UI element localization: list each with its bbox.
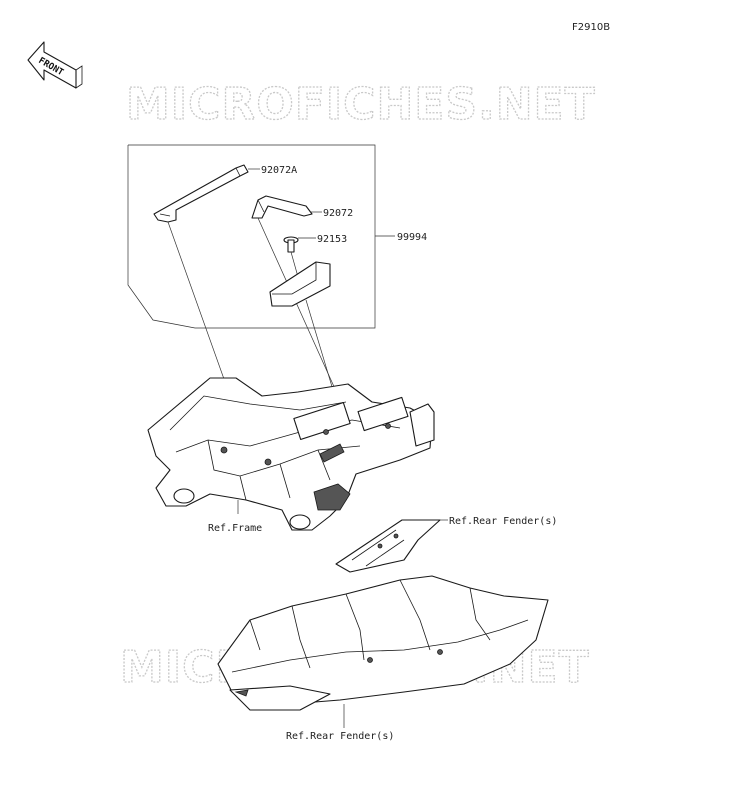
rear-frame [147, 377, 435, 531]
callout-ref-rear-fender-lower: Ref.Rear Fender(s) [286, 731, 394, 742]
callout-92072: 92072 [323, 208, 353, 219]
set-bracket-outline [127, 144, 376, 329]
callout-ref-frame: Ref.Frame [208, 523, 262, 534]
figure-code: F2910B [572, 22, 610, 33]
rear-fender [217, 575, 549, 728]
callout-92072a: 92072A [261, 165, 297, 176]
strap-92072 [251, 195, 341, 401]
front-arrow-icon: FRONT [27, 41, 83, 89]
callout-92153: 92153 [317, 234, 347, 245]
watermark-top: MICROFICHES.NET [126, 79, 596, 130]
fender-bracket [335, 519, 448, 573]
callout-ref-rear-fender-upper: Ref.Rear Fender(s) [449, 516, 557, 527]
callout-99994: 99994 [397, 232, 427, 243]
